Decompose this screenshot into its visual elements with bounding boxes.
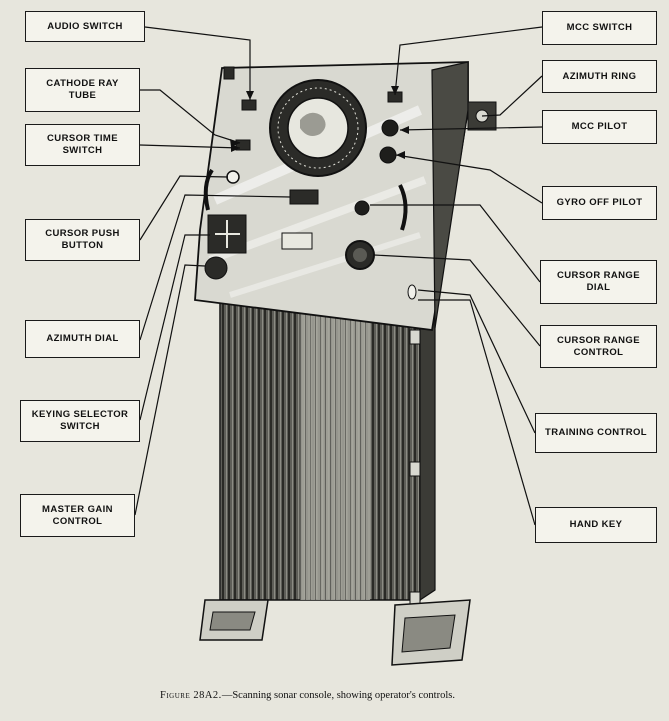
leader-lines xyxy=(134,26,543,526)
label-training-control: TRAINING CONTROL xyxy=(535,413,657,453)
cathode-ray-tube xyxy=(269,79,367,177)
gyro-off-pilot-icon xyxy=(379,146,397,164)
hinge-icon xyxy=(409,461,421,477)
handle-icon xyxy=(203,168,214,211)
label-gyro-off-pilot: GYRO OFF PILOT xyxy=(542,186,657,220)
leader-arrowheads xyxy=(230,86,409,159)
cursor-range-dial-icon xyxy=(289,189,319,205)
arrow-icon xyxy=(231,144,240,152)
arrow-icon xyxy=(400,126,409,134)
figure-caption-text: —Scanning sonar console, showing operato… xyxy=(221,690,455,701)
label-cursor-push-button: CURSOR PUSH BUTTON xyxy=(25,219,140,261)
audio-switch-icon xyxy=(241,99,257,111)
label-azimuth-dial: AZIMUTH DIAL xyxy=(25,320,140,358)
mcc-pilot-icon xyxy=(381,119,399,137)
nameplate-icon xyxy=(281,232,313,250)
cursor-push-button-icon xyxy=(226,170,240,184)
arrow-icon xyxy=(246,91,254,100)
label-cathode-ray-tube: CATHODE RAY TUBE xyxy=(25,68,140,112)
arrow-icon xyxy=(396,151,405,159)
figure-caption: Figure 28A2.—Scanning sonar console, sho… xyxy=(160,690,560,701)
cabinet-base xyxy=(199,599,471,666)
cabinet-body xyxy=(219,288,436,607)
label-keying-selector-switch: KEYING SELECTOR SWITCH xyxy=(20,400,140,442)
cursor-time-switch-icon xyxy=(235,139,251,151)
label-cursor-range-dial: CURSOR RANGE DIAL xyxy=(540,260,657,304)
label-azimuth-ring: AZIMUTH RING xyxy=(542,60,657,93)
label-cursor-range-control: CURSOR RANGE CONTROL xyxy=(540,325,657,368)
label-hand-key: HAND KEY xyxy=(535,507,657,543)
label-master-gain-control: MASTER GAIN CONTROL xyxy=(20,494,135,537)
label-audio-switch: AUDIO SWITCH xyxy=(25,11,145,42)
label-mcc-switch: MCC SWITCH xyxy=(542,11,657,45)
label-cursor-time-switch: CURSOR TIME SWITCH xyxy=(25,124,140,166)
figure-number: Figure 28A2. xyxy=(160,690,222,701)
arrow-icon xyxy=(391,86,399,95)
cursor-range-control-icon xyxy=(354,200,370,216)
hinge-icon xyxy=(409,329,421,345)
handle-icon xyxy=(398,184,408,231)
label-mcc-pilot: MCC PILOT xyxy=(542,110,657,144)
master-gain-control-icon xyxy=(204,256,228,280)
hand-key-icon xyxy=(407,284,417,300)
knob-icon xyxy=(223,66,235,80)
